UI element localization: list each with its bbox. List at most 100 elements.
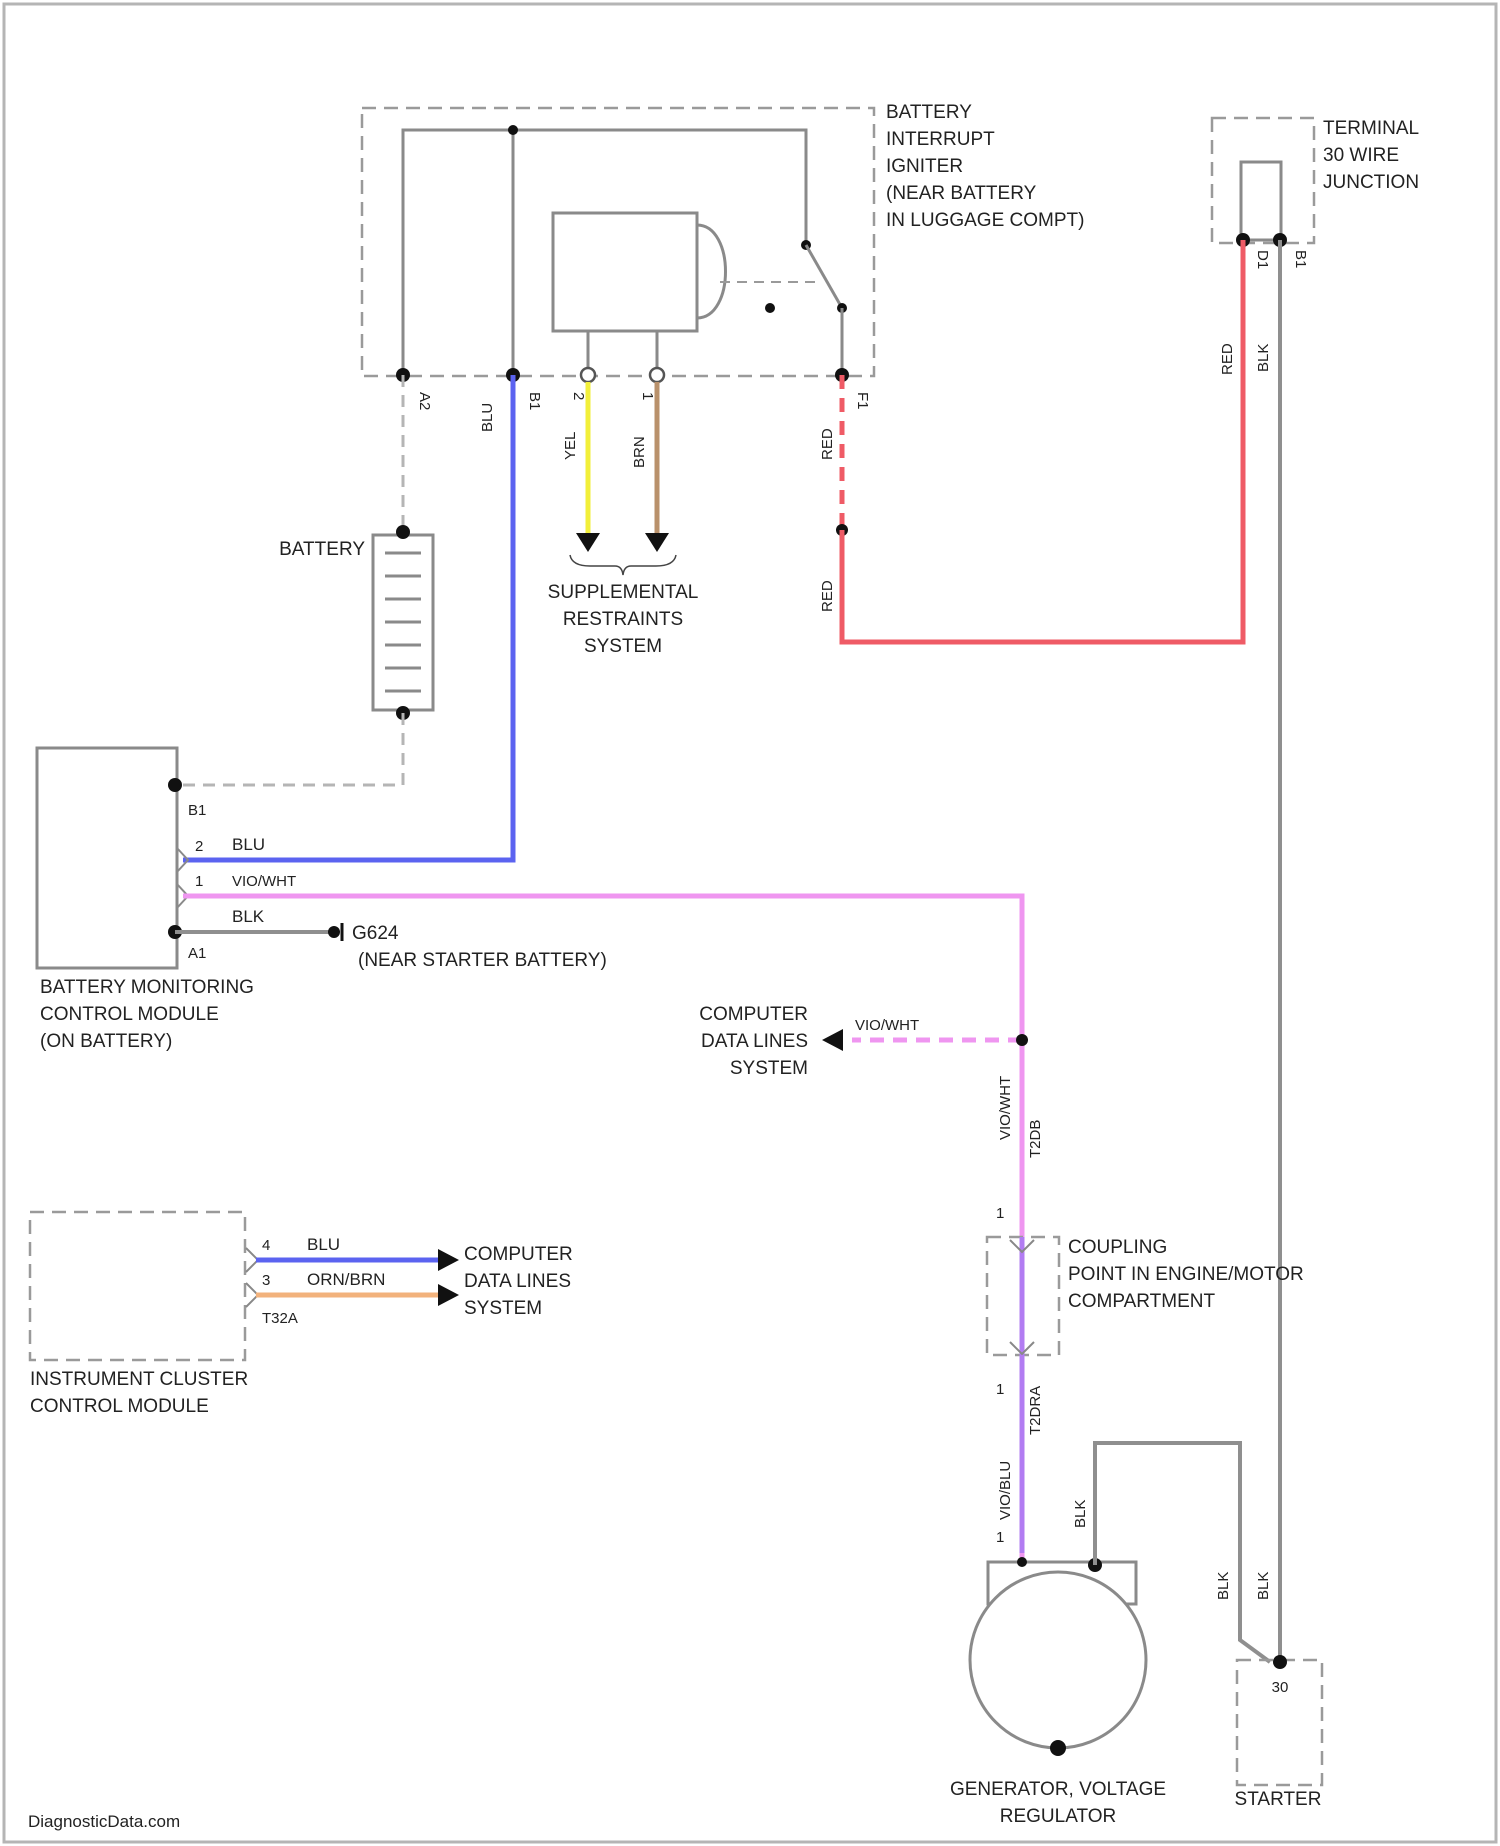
coupling-label-2: POINT IN ENGINE/MOTOR [1068,1264,1304,1285]
bmcm-a1-label: A1 [188,945,206,962]
wire-red-label-1: RED [819,428,836,460]
igniter-actuator [553,213,697,331]
starter-blk-label-1: BLK [1215,1572,1232,1600]
ic-orn-label: ORN/BRN [307,1270,385,1289]
srs-arrow-yel [576,533,600,552]
generator-voltage-regulator: GENERATOR, VOLTAGE REGULATOR [950,1557,1166,1827]
gen-pin-label: 1 [996,1529,1004,1546]
computer-data-2-label-2: DATA LINES [464,1271,571,1292]
igniter-actuator-cap [697,225,726,318]
wire-blk-label: BLK [1255,344,1272,372]
watermark: DiagnosticData.com [28,1812,180,1831]
data-vio-label: VIO/WHT [855,1017,919,1034]
bus-junction-dot [508,125,518,135]
generator-label-1: GENERATOR, VOLTAGE [950,1779,1166,1800]
ground-dot [328,926,340,938]
wire-blu [183,375,513,860]
junction-label-3: JUNCTION [1323,172,1419,193]
ic-label-2: CONTROL MODULE [30,1396,209,1417]
coupling-pin-top: 1 [996,1205,1004,1222]
battery: BATTERY [279,525,433,720]
bmcm-label-3: (ON BATTERY) [40,1031,172,1052]
srs-label-3: SYSTEM [584,636,662,657]
wire-yel-label: YEL [562,432,579,460]
bmcm-b1-dot [168,778,182,792]
junction-b1-label: B1 [1292,250,1309,268]
generator-body [970,1572,1146,1748]
pin-2-label: 2 [570,392,587,400]
ic-arrow-blu [438,1249,459,1271]
junction-label-2: 30 WIRE [1323,145,1399,166]
bmcm-pin2-label: 2 [195,838,203,855]
starter-pin-label: 30 [1272,1679,1289,1696]
data-junction-dot [1016,1034,1028,1046]
ic-pin4-label: 4 [262,1237,270,1254]
ground-g624: G624 (NEAR STARTER BATTERY) [328,923,607,971]
igniter-label-1: BATTERY [886,102,972,123]
ic-blu-label: BLU [307,1235,340,1254]
srs-label-1: SUPPLEMENTAL [548,582,699,603]
battery-pos-dot [396,525,410,539]
igniter-pivot-dot [765,303,775,313]
bmcm-blk-label: BLK [232,907,265,926]
pin-a2-label: A2 [416,392,433,410]
starter: 30 STARTER [1235,1655,1322,1810]
wire-battery-to-b1 [175,713,403,785]
junction-d1-label: D1 [1254,250,1271,269]
generator-case-ground [1050,1740,1066,1756]
srs-label-2: RESTRAINTS [563,609,683,630]
computer-data-1-label-3: SYSTEM [730,1058,808,1079]
ground-label-1: G624 [352,923,399,944]
igniter-label-2: INTERRUPT [886,129,995,150]
wire-brn-label: BRN [631,436,648,468]
junction-label-1: TERMINAL [1323,118,1419,139]
ic-pin3-label: 3 [262,1272,270,1289]
coupling-conn-bot-label: T2DRA [1027,1386,1044,1435]
coupling-label-3: COMPARTMENT [1068,1291,1215,1312]
ic-arrow-orn [438,1284,459,1306]
junction-bar [1241,162,1281,240]
computer-data-1-label-1: COMPUTER [699,1004,808,1025]
ic-label-1: INSTRUMENT CLUSTER [30,1369,248,1390]
ground-label-2: (NEAR STARTER BATTERY) [358,950,607,971]
instrument-cluster: 4 3 T32A INSTRUMENT CLUSTER CONTROL MODU… [30,1212,298,1417]
coupling-conn-top-label: T2DB [1027,1120,1044,1158]
ic-conn-label: T32A [262,1310,298,1327]
coupling-label-1: COUPLING [1068,1237,1167,1258]
battery-label: BATTERY [279,539,365,560]
bmcm-label-2: CONTROL MODULE [40,1004,219,1025]
pin-1-label: 1 [639,392,656,400]
starter-label: STARTER [1235,1789,1322,1810]
pin-f1-label: F1 [854,392,871,410]
starter-blk-label-2: BLK [1255,1572,1272,1600]
page-frame [4,4,1496,1842]
data-arrow-1 [822,1029,843,1051]
computer-data-2-label-1: COMPUTER [464,1244,573,1265]
viobl-label: VIO/BLU [997,1461,1014,1520]
bmcm-label-1: BATTERY MONITORING [40,977,254,998]
ic-housing [30,1212,245,1360]
bmcm-pin1-label: 1 [195,873,203,890]
srs-arrow-brn [645,533,669,552]
starter-30-dot [1273,1655,1287,1669]
pin-2-socket [581,368,595,382]
battery-monitoring-module: B1 2 1 A1 BATTERY MONITORING CONTROL MOD… [37,748,254,1052]
bmcm-b1-label: B1 [188,802,206,819]
bmcm-vio-label: VIO/WHT [232,873,296,890]
computer-data-2-label-3: SYSTEM [464,1298,542,1319]
coupling-point: 1 1 COUPLING POINT IN ENGINE/MOTOR COMPA… [987,1205,1304,1398]
coupling-pin-bottom: 1 [996,1381,1004,1398]
wire-red-label-3: RED [1219,343,1236,375]
computer-data-1-label-2: DATA LINES [701,1031,808,1052]
igniter-label-3: IGNITER [886,156,963,177]
bmcm-blu-label: BLU [232,835,265,854]
wire-blu-label: BLU [479,403,496,432]
bmcm-box [37,748,177,968]
gen-blk-label: BLK [1072,1500,1089,1528]
vio-vertical-label: VIO/WHT [997,1076,1014,1140]
wire-red [842,240,1243,642]
generator-pin1-dot [1017,1557,1027,1567]
switch-blade [806,245,842,308]
igniter-label-5: IN LUGGAGE COMPT) [886,210,1084,231]
